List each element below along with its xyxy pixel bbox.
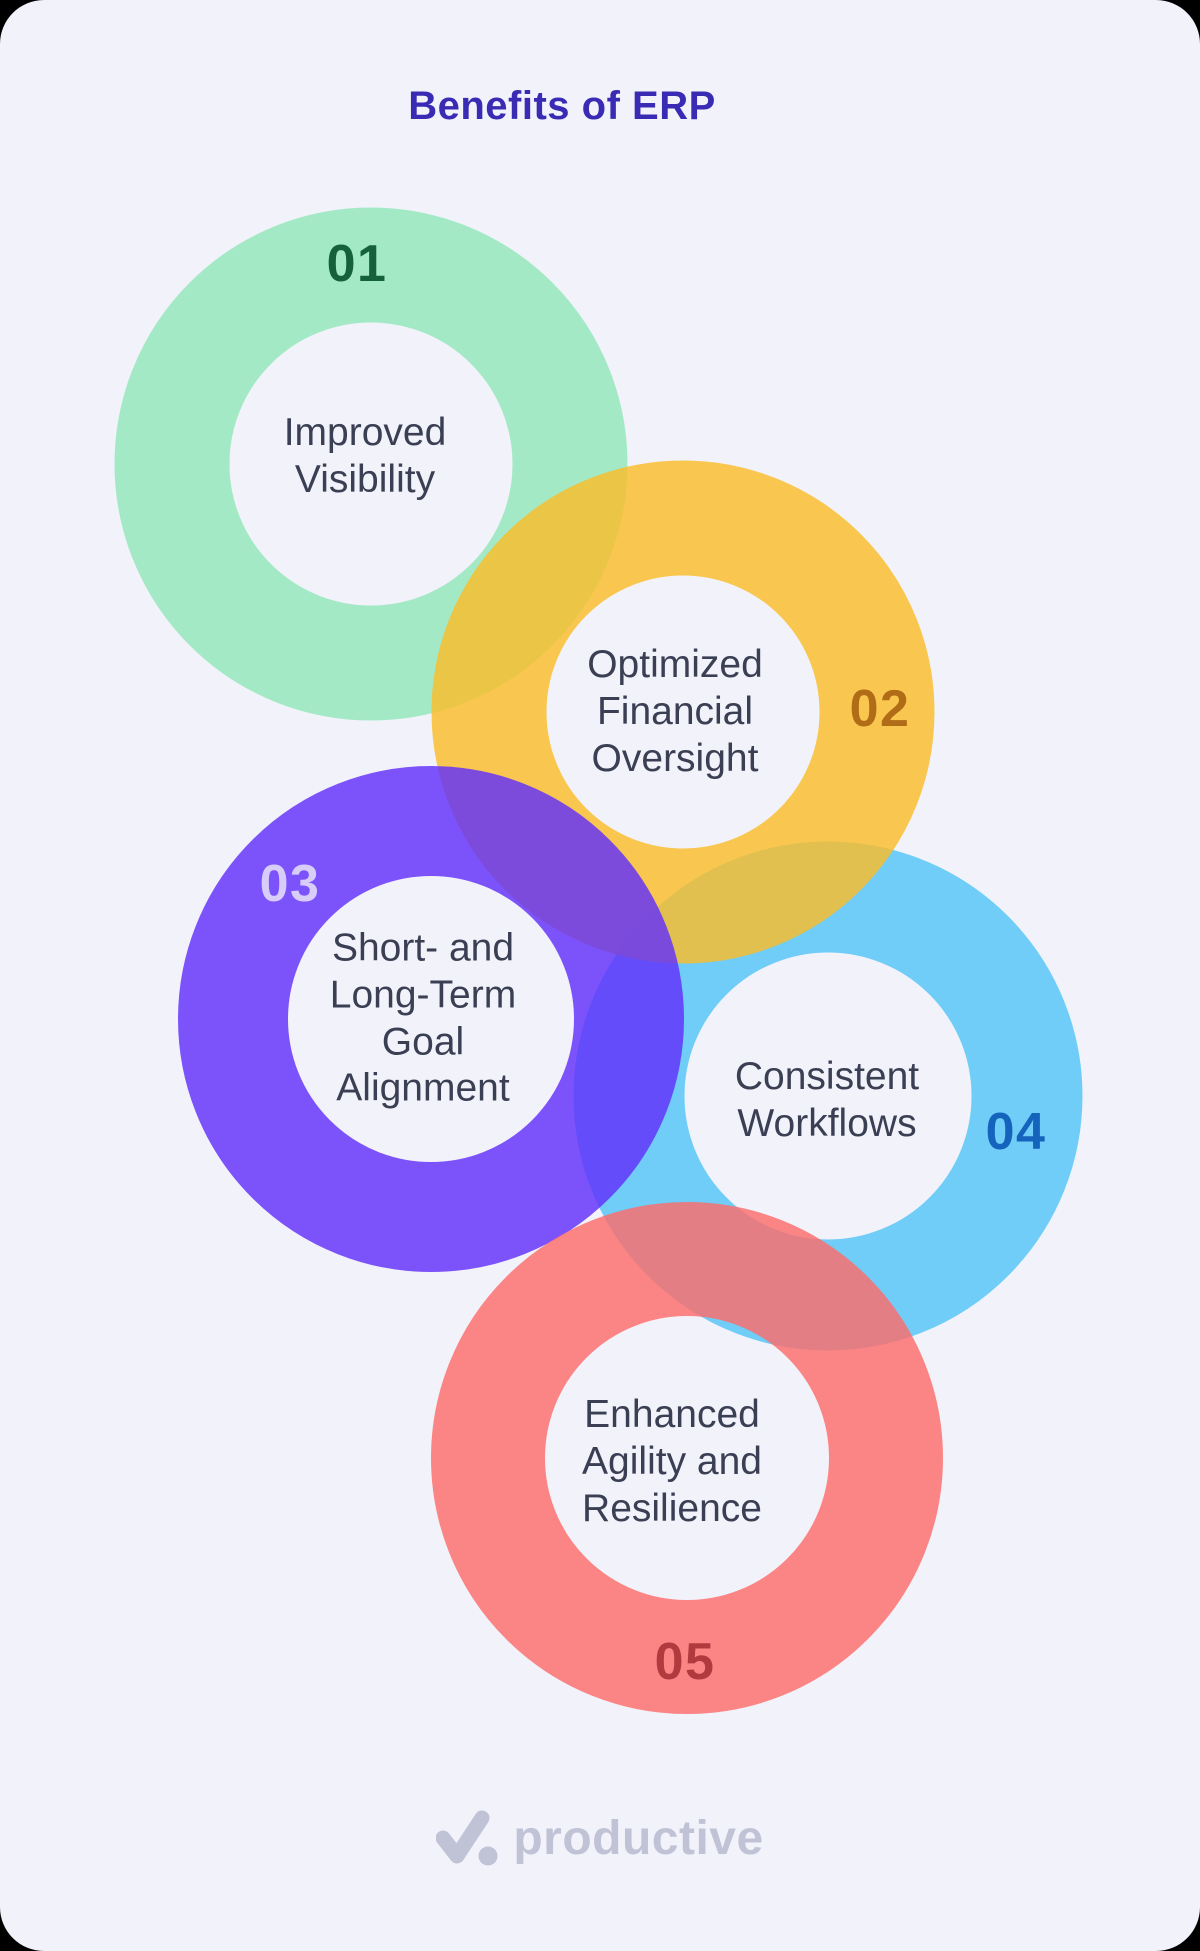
brand-name: productive xyxy=(513,1811,764,1865)
step-number-04: 04 xyxy=(985,1103,1047,1161)
step-number-05: 05 xyxy=(654,1633,716,1691)
ring-03-goal-alignment xyxy=(178,766,684,1272)
ring-05-agility-resilience xyxy=(431,1202,943,1714)
ring-01-improved-visibility xyxy=(114,207,628,721)
step-number-03: 03 xyxy=(259,855,321,913)
step-number-02: 02 xyxy=(849,680,911,738)
ring-02-optimized-financial-oversight xyxy=(431,460,935,964)
page-title: Benefits of ERP xyxy=(408,84,716,128)
step-label-goal-alignment: Short- and Long-Term Goal Alignment xyxy=(329,926,517,1110)
productive-logo-icon xyxy=(436,1810,498,1866)
step-label-consistent-workflows: Consistent Workflows xyxy=(734,1055,920,1145)
brand-footer: productive xyxy=(0,1806,1200,1870)
step-number-01: 01 xyxy=(326,235,388,293)
step-label-optimized-financial-oversight: Optimized Financial Oversight xyxy=(587,642,763,780)
step-label-agility-resilience: Enhanced Agility and Resilience xyxy=(582,1392,762,1530)
step-label-improved-visibility: Improved Visibility xyxy=(283,411,447,501)
